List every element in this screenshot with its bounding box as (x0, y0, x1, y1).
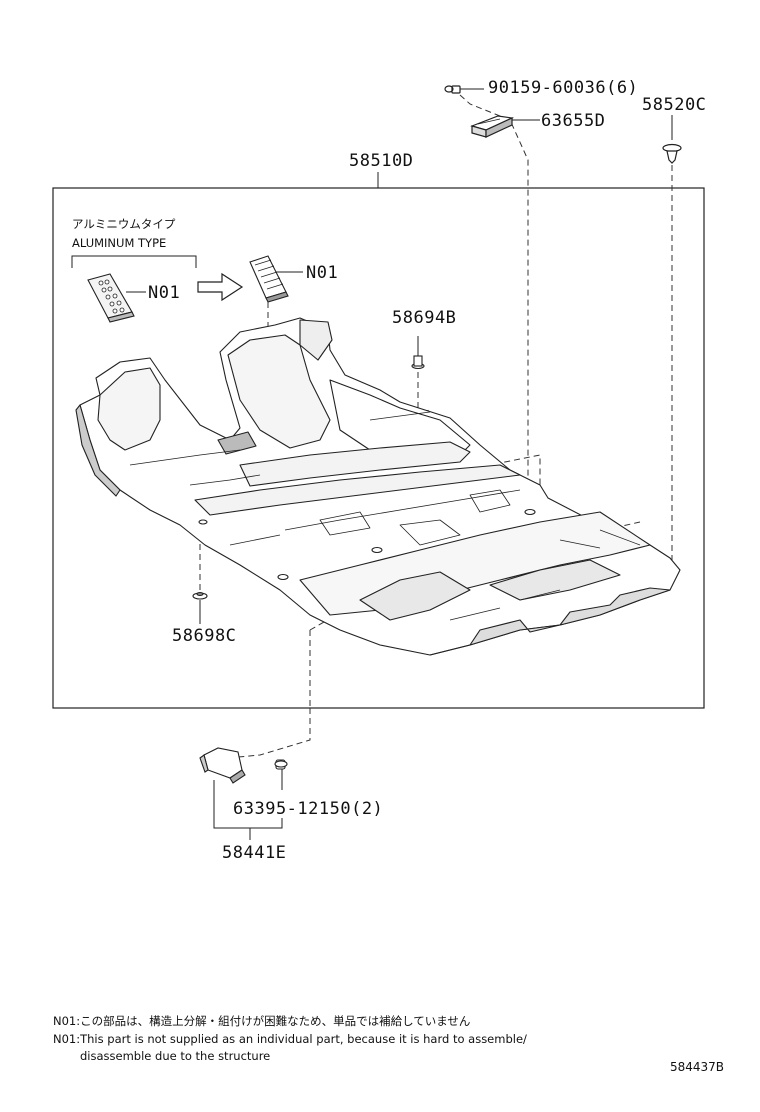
label-screw: 63395-12150(2) (233, 799, 384, 819)
label-grommet-upper: 58694B (392, 308, 457, 328)
label-bolt: 90159-60036(6) (488, 78, 639, 98)
label-n01-right: N01 (306, 263, 339, 283)
note-line-3: disassemble due to the structure (80, 1049, 271, 1063)
plate-icon (470, 115, 540, 138)
trim-panel-icon (199, 747, 246, 784)
grommet-icon (411, 336, 425, 370)
aluminum-type-jp: アルミニウムタイプ (72, 217, 176, 231)
arrow-right-icon (197, 272, 244, 302)
label-plate: 63655D (541, 111, 606, 131)
label-floor-carpet: 58510D (349, 151, 414, 171)
grommet-icon (192, 591, 208, 624)
note-line-2: N01:This part is not supplied as an indi… (53, 1032, 527, 1046)
pedal-pad-icon (87, 273, 146, 323)
diagram-reference: 584437B (670, 1060, 725, 1074)
clip-icon (662, 115, 682, 164)
pedal-pad-icon (249, 255, 303, 303)
aluminum-type-en: ALUMINUM TYPE (72, 236, 167, 250)
label-grommet-lower: 58698C (172, 626, 237, 646)
label-n01-left: N01 (148, 283, 181, 303)
note-line-1: N01:この部品は、構造上分解・組付けが困難なため、単品では補給していません (53, 1014, 471, 1028)
screw-icon (274, 759, 288, 790)
floor-carpet-drawing (75, 317, 681, 656)
label-clip: 58520C (642, 95, 707, 115)
bolt-icon (444, 85, 484, 94)
label-trim-panel: 58441E (222, 843, 287, 863)
